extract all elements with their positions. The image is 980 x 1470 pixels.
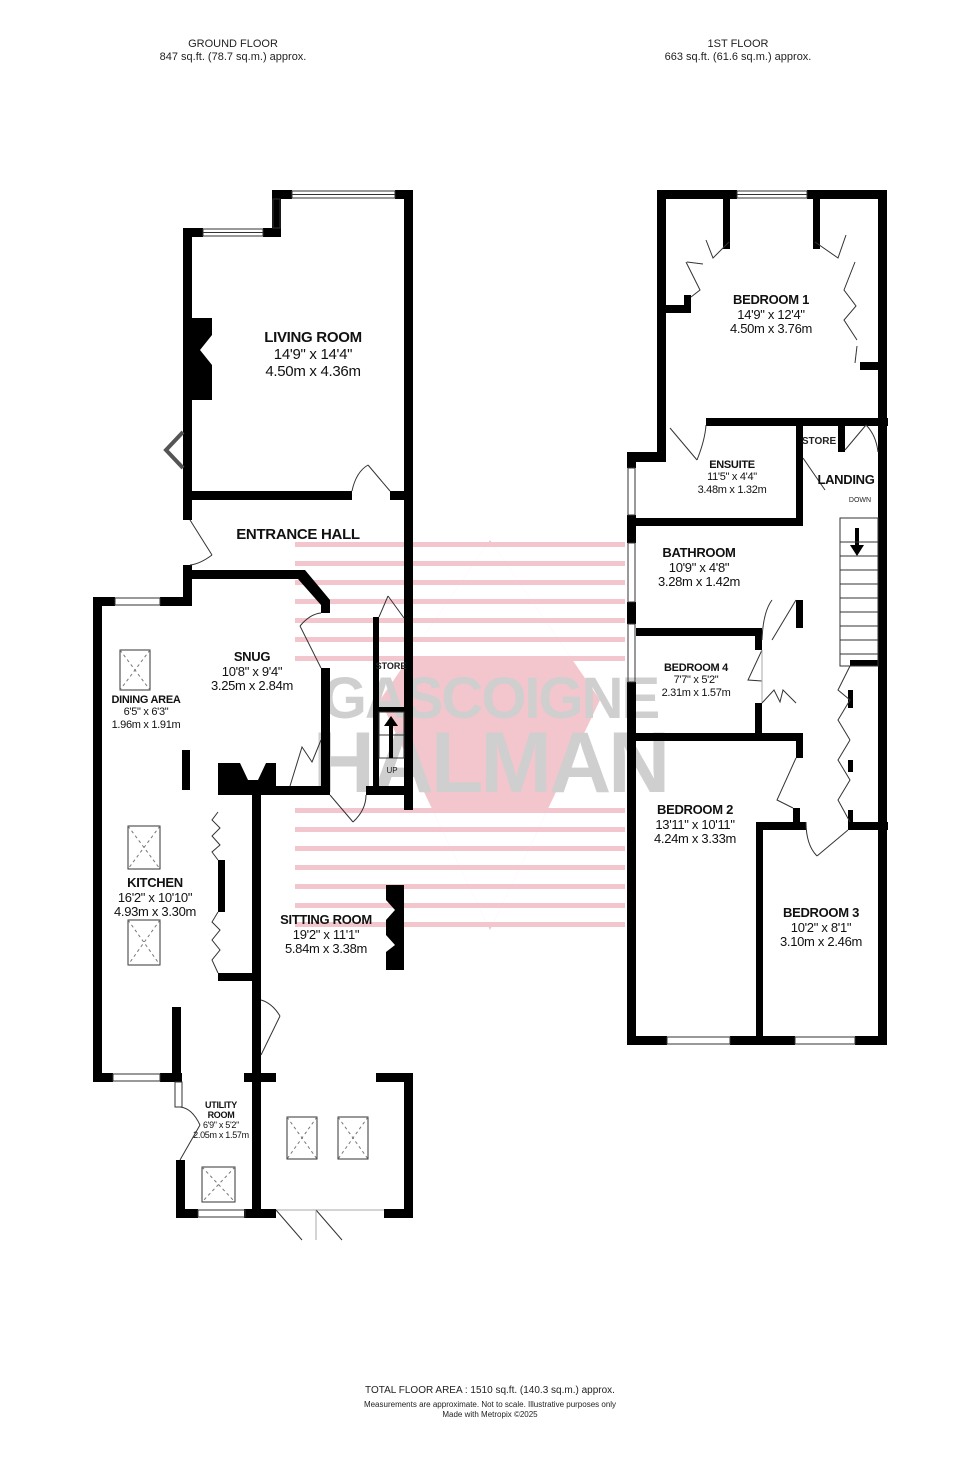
room-sitting-room: SITTING ROOM 19'2" x 11'1" 5.84m x 3.38m: [280, 912, 372, 957]
ground-floor-details: [112, 190, 405, 1241]
room-bedroom-2: BEDROOM 2 13'11" x 10'11" 4.24m x 3.33m: [653, 802, 737, 847]
ground-floor-area: 847 sq.ft. (78.7 sq.m.) approx.: [159, 51, 307, 63]
room-kitchen: KITCHEN 16'2" x 10'10" 4.93m x 3.30m: [113, 875, 197, 920]
room-landing: LANDING: [817, 472, 875, 487]
kitchen-appliance: [182, 750, 190, 790]
ground-store-label: STORE: [375, 661, 407, 671]
total-floor-area: TOTAL FLOOR AREA : 1510 sq.ft. (140.3 sq…: [365, 1385, 615, 1396]
room-entrance-hall: ENTRANCE HALL: [236, 526, 360, 543]
first-floor-plan: [627, 190, 888, 1045]
room-utility-room: UTILITY ROOM 6'9" x 5'2" 2.05m x 1.57m: [193, 1100, 249, 1141]
room-ensuite: ENSUITE 11'5" x 4'4" 3.48m x 1.32m: [697, 459, 767, 496]
room-bedroom-3: BEDROOM 3 10'2" x 8'1" 3.10m x 2.46m: [779, 905, 863, 950]
ground-floor-heading: GROUND FLOOR 847 sq.ft. (78.7 sq.m.) app…: [113, 38, 353, 64]
ground-floor-title: GROUND FLOOR: [188, 38, 278, 50]
room-snug: SNUG 10'8" x 9'4" 3.25m x 2.84m: [210, 649, 294, 694]
stairs-up-label: UP: [386, 766, 398, 775]
room-bedroom-1: BEDROOM 1 14'9" x 12'4" 4.50m x 3.76m: [729, 292, 813, 337]
room-dining-area: DINING AREA 6'5" x 6'3" 1.96m x 1.91m: [111, 694, 181, 731]
first-floor-heading: 1ST FLOOR 663 sq.ft. (61.6 sq.m.) approx…: [618, 38, 858, 64]
room-bathroom: BATHROOM 10'9" x 4'8" 3.28m x 1.42m: [657, 545, 741, 590]
footer: TOTAL FLOOR AREA : 1510 sq.ft. (140.3 sq…: [0, 1385, 980, 1420]
ground-floor-plan: [93, 190, 413, 1218]
room-living-room: LIVING ROOM 14'9" x 14'4" 4.50m x 4.36m: [264, 329, 362, 380]
stairs-down-label: DOWN: [848, 497, 872, 504]
first-floor-area: 663 sq.ft. (61.6 sq.m.) approx.: [664, 51, 812, 63]
stairs-up-arrow-icon: [384, 716, 398, 758]
first-floor-details: [627, 190, 879, 1045]
first-store-label: STORE: [801, 436, 837, 447]
credit: Made with Metropix ©2025: [442, 1410, 538, 1419]
room-bedroom-4: BEDROOM 4 7'7" x 5'2" 2.31m x 1.57m: [661, 662, 731, 699]
first-floor-title: 1ST FLOOR: [707, 38, 769, 50]
watermark-logo: GASCOIGNE HALMAN: [295, 540, 670, 930]
disclaimer: Measurements are approximate. Not to sca…: [363, 1400, 617, 1409]
skylight-crosses: [119, 649, 369, 1203]
